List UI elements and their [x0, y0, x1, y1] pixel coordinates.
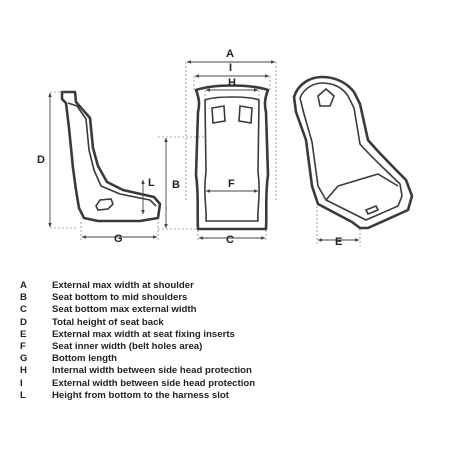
- label-a: A: [226, 48, 234, 60]
- legend-row: H Internal width between side head protec…: [20, 365, 440, 377]
- label-b: B: [172, 179, 180, 191]
- dimension-h: H: [204, 77, 260, 100]
- legend-key: H: [20, 365, 27, 377]
- dimension-legend: A External max width at shoulder B Seat bo…: [20, 280, 440, 402]
- legend-row: G Bottom length: [20, 353, 440, 365]
- dimension-b: B: [158, 136, 206, 230]
- legend-key: I: [20, 377, 23, 389]
- legend-description: Height from bottom to the harness slot: [52, 389, 229, 401]
- label-d: D: [37, 154, 45, 166]
- legend-row: F Seat inner width (belt holes area): [20, 341, 440, 353]
- dimension-c: C: [197, 230, 267, 246]
- legend-row: E External max width at seat fixing inser…: [20, 329, 440, 341]
- legend-description: External max width at shoulder: [52, 280, 194, 291]
- three-quarter-view-seat: [292, 75, 414, 230]
- legend-row: C Seat bottom max external width: [20, 304, 440, 316]
- legend-key: E: [20, 328, 27, 340]
- left-harness-slot: [211, 105, 226, 124]
- dimension-e: E: [316, 206, 361, 248]
- dimension-g: G: [80, 222, 159, 245]
- legend-key: A: [20, 280, 27, 291]
- legend-row: A External max width at shoulder: [20, 280, 440, 292]
- three-quarter-harness-slot: [317, 87, 335, 107]
- side-harness-slot: [95, 198, 114, 211]
- legend-description: Internal width between side head protect…: [52, 365, 252, 377]
- right-harness-slot: [238, 105, 253, 124]
- legend-row: L Height from bottom to the harness slot: [20, 390, 440, 402]
- dimension-l: L: [141, 177, 155, 215]
- legend-key: C: [20, 304, 27, 316]
- legend-description: Seat bottom max external width: [52, 304, 197, 316]
- legend-key: G: [20, 353, 28, 365]
- dimension-f: F: [205, 178, 259, 193]
- legend-row: D Total height of seat back: [20, 317, 440, 329]
- dimension-d: D: [37, 91, 78, 229]
- seat-dimension-diagram: D L G A I H: [37, 48, 414, 248]
- legend-key: L: [20, 389, 26, 401]
- legend-key: F: [20, 340, 26, 352]
- legend-row: I External width between side head protec…: [20, 378, 440, 390]
- label-h: H: [228, 77, 236, 89]
- dimension-a: A: [185, 48, 277, 200]
- label-g: G: [114, 233, 123, 245]
- three-quarter-fixing-slot: [364, 204, 380, 216]
- side-view-seat: [60, 90, 162, 223]
- legend-description: Bottom length: [52, 353, 118, 365]
- legend-key: B: [20, 292, 27, 304]
- legend-key: D: [20, 316, 27, 328]
- legend-row: B Seat bottom to mid shoulders: [20, 292, 440, 304]
- label-l: L: [148, 177, 155, 189]
- dimension-i: I: [193, 62, 271, 92]
- label-c: C: [226, 234, 234, 246]
- front-view-seat: [194, 84, 270, 231]
- label-f: F: [228, 178, 235, 190]
- legend-description: External max width at seat fixing insert…: [52, 328, 235, 340]
- legend-description: Seat bottom to mid shoulders: [52, 292, 188, 304]
- label-e: E: [335, 236, 342, 248]
- label-i: I: [229, 62, 232, 74]
- legend-description: External width between side head protect…: [52, 377, 256, 389]
- legend-description: Total height of seat back: [52, 316, 164, 328]
- legend-description: Seat inner width (belt holes area): [52, 340, 203, 352]
